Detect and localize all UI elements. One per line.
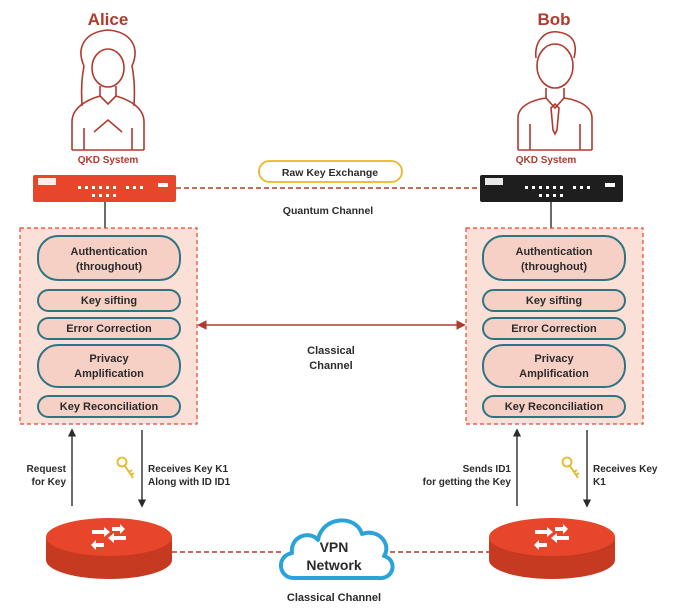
bob-key-icon (561, 456, 580, 479)
bob-person-icon (517, 31, 593, 151)
alice-auth-line2: (throughout) (76, 261, 142, 273)
alice-request-line1: Request (27, 464, 67, 475)
alice-error-correction-pill (37, 317, 181, 340)
bob-receive-line1: Receives Key (593, 464, 658, 475)
alice-error-correction-label: Error Correction (66, 323, 152, 335)
bob-key-reconciliation-label: Key Reconciliation (505, 401, 604, 413)
classical-channel-mid-line1: Classical (307, 345, 355, 357)
bob-auth-pill (482, 235, 626, 281)
bob-stack: Authentication (throughout) Key sifting … (482, 235, 626, 418)
alice-person-icon (71, 29, 145, 151)
alice-request-line2: for Key (32, 477, 67, 488)
alice-qkd-device-icon (33, 175, 176, 202)
alice-stack: Authentication (throughout) Key sifting … (37, 235, 181, 418)
bob-qkd-device-icon (480, 175, 623, 202)
alice-system-label: QKD System (78, 155, 139, 166)
alice-name: Alice (88, 10, 129, 29)
alice-auth-pill (37, 235, 181, 281)
raw-key-exchange-badge (258, 160, 403, 183)
classical-channel-mid-line2: Channel (309, 360, 352, 372)
bob-privacy-line2: Amplification (519, 368, 589, 380)
alice-privacy-line1: Privacy (89, 353, 129, 365)
vpn-cloud-icon (279, 518, 395, 581)
bob-router-icon (489, 518, 615, 579)
bob-error-correction-label: Error Correction (511, 323, 597, 335)
alice-key-reconciliation-label: Key Reconciliation (60, 401, 159, 413)
alice-auth-line1: Authentication (71, 246, 148, 258)
bob-key-sifting-label: Key sifting (526, 295, 582, 307)
alice-receive-line1: Receives Key K1 (148, 464, 228, 475)
bob-privacy-amplification-pill (482, 344, 626, 388)
raw-key-exchange-label: Raw Key Exchange (282, 167, 378, 179)
quantum-channel-label: Quantum Channel (283, 205, 374, 217)
bob-send-line1: Sends ID1 (463, 464, 512, 475)
alice-receive-line2: Along with ID ID1 (148, 477, 231, 488)
alice-key-sifting-label: Key sifting (81, 295, 137, 307)
alice-router-icon (46, 518, 172, 579)
bob-name: Bob (537, 10, 570, 29)
bob-privacy-line1: Privacy (534, 353, 574, 365)
alice-key-reconciliation-pill (37, 395, 181, 418)
alice-privacy-line2: Amplification (74, 368, 144, 380)
alice-key-icon (116, 456, 135, 479)
bob-key-sifting-pill (482, 289, 626, 312)
bob-auth-line2: (throughout) (521, 261, 587, 273)
bob-auth-line1: Authentication (516, 246, 593, 258)
alice-key-sifting-pill (37, 289, 181, 312)
bob-send-line2: for getting the Key (423, 477, 512, 488)
vpn-label-line2: Network (306, 557, 361, 573)
bob-receive-line2: K1 (593, 477, 606, 488)
bob-key-reconciliation-pill (482, 395, 626, 418)
bob-system-label: QKD System (516, 155, 577, 166)
classical-channel-bottom-label: Classical Channel (287, 592, 381, 604)
alice-privacy-amplification-pill (37, 344, 181, 388)
bob-error-correction-pill (482, 317, 626, 340)
vpn-label-line1: VPN (320, 539, 349, 555)
